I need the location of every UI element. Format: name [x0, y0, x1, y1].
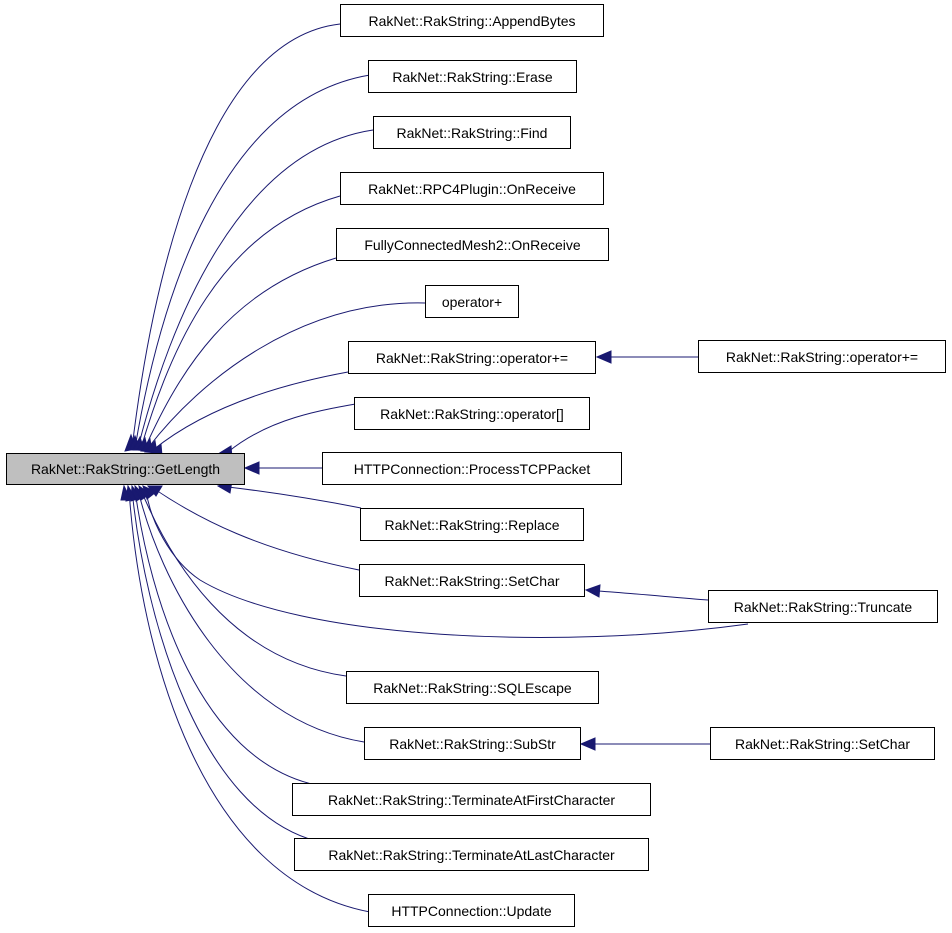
node-find[interactable]: RakNet::RakString::Find	[373, 116, 571, 149]
edge-sqlescape-to-root	[140, 489, 347, 677]
node-appendbytes[interactable]: RakNet::RakString::AppendBytes	[340, 4, 604, 37]
node-operator-plus-eq-caller[interactable]: RakNet::RakString::operator+=	[698, 340, 946, 373]
node-operator-plus[interactable]: operator+	[425, 285, 519, 318]
node-truncate[interactable]: RakNet::RakString::Truncate	[708, 590, 938, 623]
arrowhead	[120, 484, 132, 501]
arrowhead	[579, 737, 596, 751]
node-terminateatlastcharacter[interactable]: RakNet::RakString::TerminateAtLastCharac…	[294, 838, 649, 871]
edge-opplusEq-to-root	[152, 371, 349, 451]
node-substr[interactable]: RakNet::RakString::SubStr	[364, 727, 581, 760]
arrowhead	[584, 584, 601, 598]
edge-rpc4-to-root	[140, 195, 341, 449]
edge-replace-to-root	[227, 486, 362, 509]
arrowhead	[243, 461, 260, 475]
edge-termlast-to-root	[131, 489, 317, 842]
edge-opidx-to-root	[227, 400, 374, 453]
edge-erase-to-root	[134, 74, 371, 449]
node-replace[interactable]: RakNet::RakString::Replace	[360, 508, 584, 541]
edge-truncate-to-setchar	[597, 590, 709, 601]
edge-find-to-root	[137, 129, 374, 449]
edge-substr-to-root	[137, 489, 365, 743]
node-setchar[interactable]: RakNet::RakString::SetChar	[359, 564, 585, 597]
edge-httpupdate-to-root	[128, 489, 371, 913]
edge-fcm2-to-root	[144, 257, 337, 449]
arrowhead	[595, 350, 612, 364]
node-erase[interactable]: RakNet::RakString::Erase	[368, 60, 577, 93]
edge-truncate-to-root	[145, 489, 749, 638]
node-terminateatfirstcharacter[interactable]: RakNet::RakString::TerminateAtFirstChara…	[292, 783, 651, 816]
node-httpconnection-processtcppacket[interactable]: HTTPConnection::ProcessTCPPacket	[322, 452, 622, 485]
node-httpconnection-update[interactable]: HTTPConnection::Update	[368, 894, 575, 927]
node-operator-plus-eq[interactable]: RakNet::RakString::operator+=	[348, 341, 596, 374]
edge-append-to-root	[131, 23, 341, 449]
node-rpc4-onreceive[interactable]: RakNet::RPC4Plugin::OnReceive	[340, 172, 604, 205]
root-node-getlength: RakNet::RakString::GetLength	[6, 453, 245, 485]
node-sqlescape[interactable]: RakNet::RakString::SQLEscape	[346, 671, 599, 704]
edge-opplus-to-root	[147, 302, 426, 449]
node-operator-index[interactable]: RakNet::RakString::operator[]	[354, 397, 590, 430]
node-setchar-caller[interactable]: RakNet::RakString::SetChar	[710, 727, 935, 760]
node-fcm2-onreceive[interactable]: FullyConnectedMesh2::OnReceive	[336, 228, 609, 261]
edge-termfirst-to-root	[134, 489, 317, 786]
edge-setchar-to-root	[152, 487, 360, 571]
